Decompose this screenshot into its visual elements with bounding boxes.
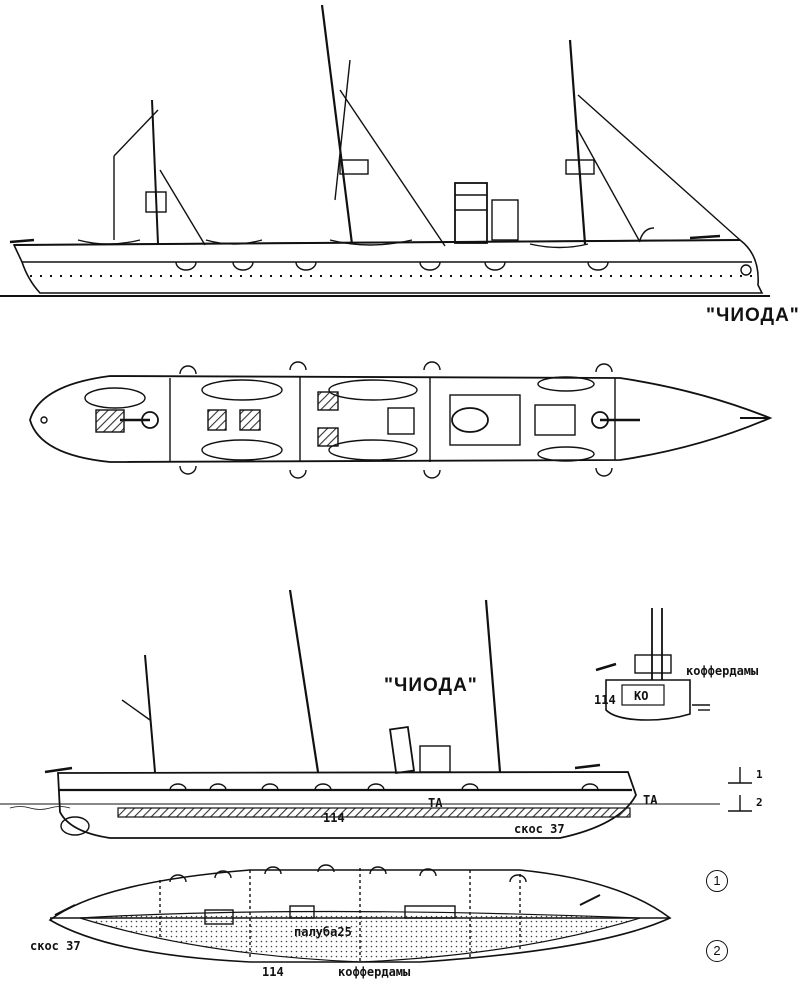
- ship-name-bottom: "ЧИОДА": [384, 675, 478, 696]
- armor-deck-plan-view: [48, 864, 672, 963]
- label-deck-25: палуба25: [294, 925, 352, 939]
- top-profile-view: [0, 4, 770, 297]
- label-slope-37-side: скос 37: [514, 822, 565, 836]
- label-cut-2: 2: [756, 796, 763, 809]
- ship-name-top: "ЧИОДА": [706, 305, 800, 326]
- label-cut-1: 1: [756, 768, 763, 781]
- label-ko: КО: [634, 689, 649, 703]
- label-ta-amid: ТА: [428, 796, 443, 810]
- view-marker-2: 2: [706, 940, 728, 962]
- deck-plan-view: [29, 361, 773, 479]
- label-ta-bow: ТА: [643, 793, 658, 807]
- midship-section-view: [595, 608, 710, 721]
- armor-profile-view: [0, 589, 752, 839]
- label-cofferdams-section: коффердамы: [686, 664, 759, 678]
- label-114-section: 114: [594, 693, 616, 707]
- view-marker-1: 1: [706, 870, 728, 892]
- label-belt-114: 114: [323, 811, 345, 825]
- label-114-plan: 114: [262, 965, 284, 979]
- label-cofferdams-plan: коффердамы: [338, 965, 411, 979]
- label-slope-37-plan: скос 37: [30, 939, 81, 953]
